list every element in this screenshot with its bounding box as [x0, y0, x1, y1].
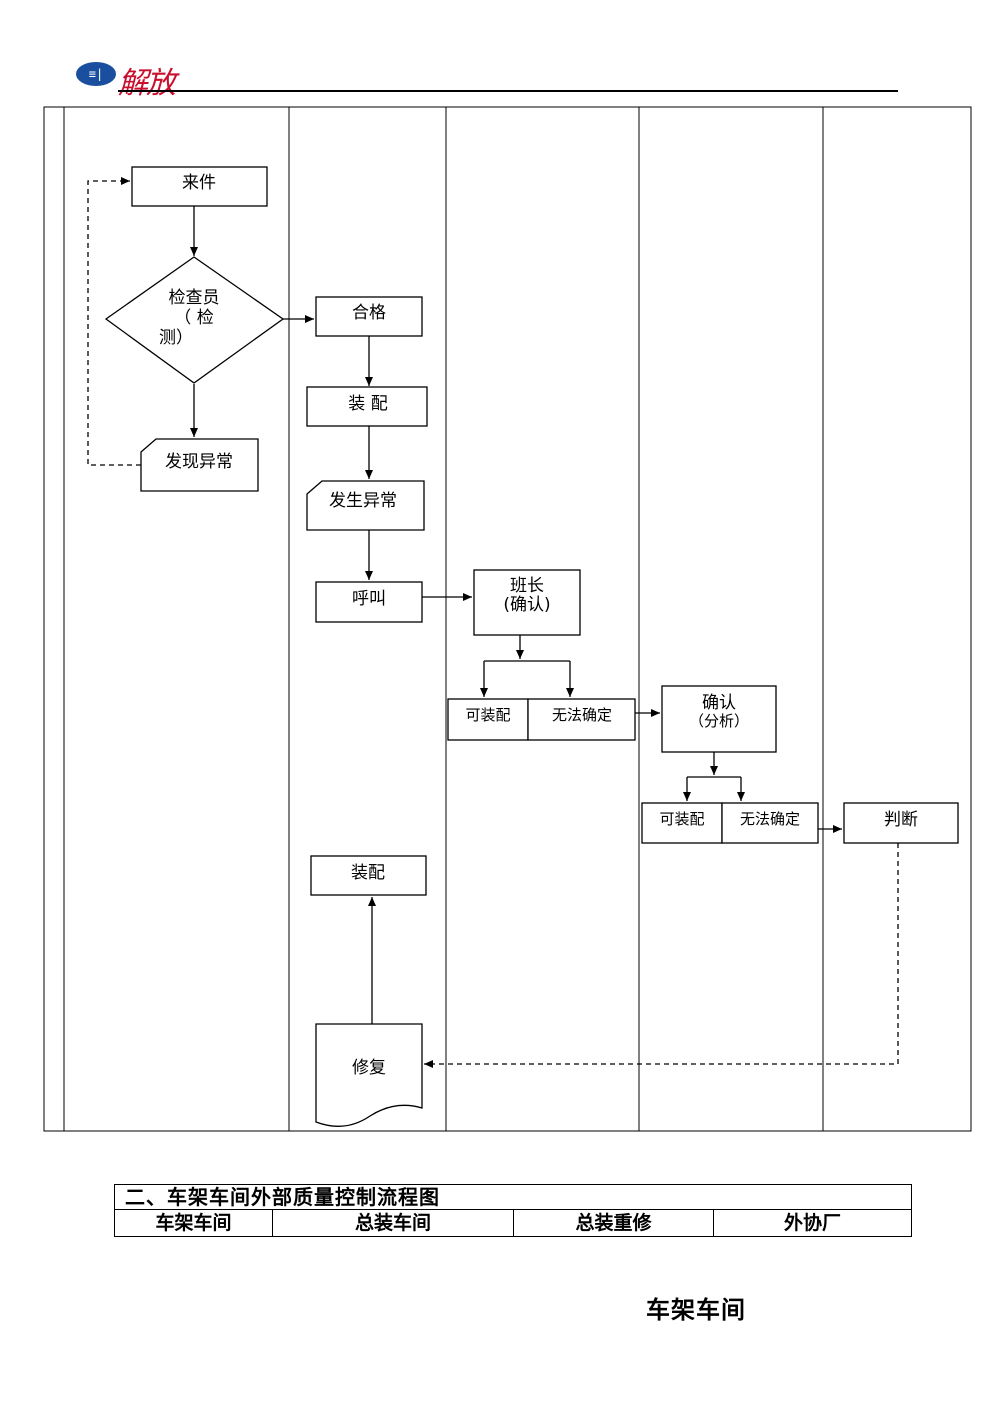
logo-text: 解放 — [118, 66, 176, 101]
node-kezhuangpei1-label: 可装配 — [465, 706, 510, 724]
node-xiufu — [315, 1023, 423, 1127]
flowchart: 来件 检查员 （ 检 测） 发现异常 合格 装 配 发生异常 呼叫 装配 修复 … — [43, 106, 972, 1132]
node-banzhang — [473, 569, 581, 636]
lane-header-table: 二、车架车间外部质量控制流程图 车架车间 总装车间 总装重修 外协厂 — [114, 1184, 912, 1237]
node-wufa2 — [721, 802, 819, 844]
node-queren — [661, 685, 777, 753]
node-laijian-label: 来件 — [182, 173, 216, 193]
node-queren-label: 确认 — [702, 693, 736, 713]
logo-mark-icon: ≡|≡ — [88, 67, 104, 97]
node-panduan-label: 判断 — [884, 810, 918, 830]
node-hege — [315, 296, 423, 337]
node-jianchayuan-label-3: 测） — [159, 328, 193, 348]
table-col-2: 总装重修 — [514, 1210, 714, 1236]
table-col-3: 外协厂 — [783, 1212, 841, 1234]
node-zhuangpei1 — [306, 386, 428, 427]
dashed-panduan-to-xiufu — [424, 843, 899, 1068]
node-faxian — [140, 438, 259, 492]
node-zhuangpei1-label: 装 配 — [348, 394, 387, 414]
node-wufa1-label: 无法确定 — [552, 706, 612, 724]
node-zhuangpei2-label: 装配 — [351, 863, 385, 883]
node-hege-label: 合格 — [352, 303, 386, 323]
node-zhuangpei2 — [310, 855, 427, 896]
node-panduan — [843, 802, 959, 844]
node-wufa1 — [527, 698, 636, 741]
node-kezhuangpei1 — [447, 698, 529, 741]
node-xiufu-label: 修复 — [352, 1058, 386, 1078]
node-hujiao-label: 呼叫 — [352, 589, 386, 609]
node-jianchayuan-diamond — [104, 256, 285, 384]
node-jianchayuan-label-2: （ 检 — [174, 308, 213, 328]
header-rule — [118, 90, 898, 92]
node-fasheng-label: 发生异常 — [329, 491, 397, 511]
node-hujiao — [315, 581, 423, 623]
node-laijian — [131, 166, 268, 207]
node-queren-label-2: （分析） — [689, 712, 749, 730]
table-col-1: 总装车间 — [273, 1210, 514, 1236]
node-wufa2-label: 无法确定 — [740, 810, 800, 828]
node-faxian-label: 发现异常 — [165, 452, 233, 472]
node-fasheng — [306, 480, 425, 531]
node-jianchayuan-label: 检查员 — [169, 288, 220, 308]
node-banzhang-label: 班长 — [510, 576, 544, 596]
table-col-0: 车架车间 — [115, 1210, 273, 1236]
table-header-row: 车架车间 总装车间 总装重修 外协厂 — [115, 1210, 911, 1236]
node-banzhang-label-2: (确认) — [503, 595, 550, 615]
table-title: 二、车架车间外部质量控制流程图 — [115, 1185, 911, 1210]
logo-badge: ≡|≡ — [76, 62, 116, 97]
swimlane-frame — [43, 106, 972, 1132]
node-kezhuangpei2-label: 可装配 — [659, 810, 704, 828]
bottom-title: 车架车间 — [646, 1296, 746, 1324]
